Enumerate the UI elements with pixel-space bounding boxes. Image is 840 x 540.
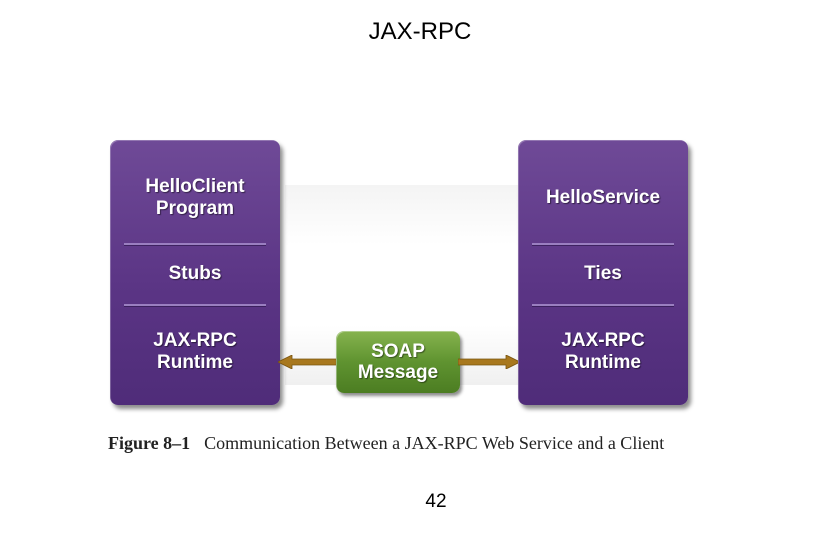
client-divider-2 — [124, 304, 266, 306]
page-number: 42 — [425, 491, 447, 512]
ties-label: Ties — [584, 263, 622, 284]
client-runtime-label: JAX-RPC Runtime — [153, 330, 237, 373]
client-program-label: HelloClient Program — [145, 176, 245, 219]
slide-title: JAX-RPC — [368, 18, 472, 45]
service-divider-1 — [532, 243, 674, 245]
figure-caption: Figure 8–1 Communication Between a JAX-RP… — [108, 433, 748, 454]
figure-number: Figure 8–1 — [108, 433, 191, 453]
service-box: HelloService Ties JAX-RPC Runtime — [518, 140, 688, 405]
architecture-diagram: HelloClient Program Stubs JAX-RPC Runtim… — [110, 140, 690, 410]
client-box: HelloClient Program Stubs JAX-RPC Runtim… — [110, 140, 280, 405]
stubs-label: Stubs — [168, 263, 222, 284]
soap-message-box: SOAP Message — [336, 331, 460, 393]
figure-caption-text: Communication Between a JAX-RPC Web Serv… — [204, 433, 665, 453]
service-runtime-label: JAX-RPC Runtime — [561, 330, 645, 373]
left-arrow — [278, 355, 338, 369]
service-divider-2 — [532, 304, 674, 306]
service-label: HelloService — [545, 187, 661, 208]
client-divider-1 — [124, 243, 266, 245]
right-arrow — [458, 355, 520, 369]
